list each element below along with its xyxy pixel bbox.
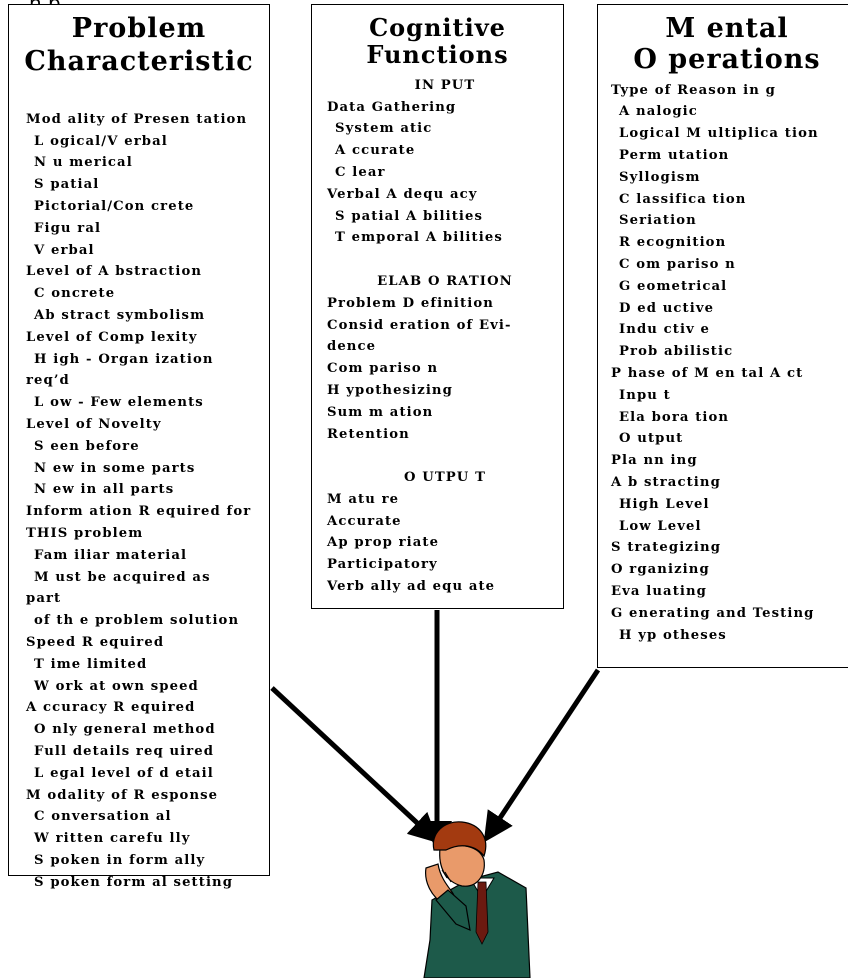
box-title: Problem Characteristic (24, 13, 254, 77)
list-item: Level of A bstraction (26, 264, 203, 280)
list-item: Logical M ultiplica tion (619, 126, 819, 142)
list-item: Perm utation (619, 148, 730, 164)
list-item: N u merical (34, 155, 133, 171)
list-item: W ritten carefu lly (34, 831, 191, 847)
list-item: C oncrete (34, 286, 116, 302)
list-item: Fam iliar material (34, 547, 188, 563)
list-item: dence (327, 339, 377, 355)
problem-characteristic-box: Problem Characteristic Mod ality of Pres… (8, 4, 270, 890)
list-item: Low Level (619, 518, 702, 534)
item-list: Mod ality of Presen tation L ogical/V erb… (9, 109, 269, 894)
list-item: C lassifica tion (619, 191, 747, 207)
list-item: W ork at own speed (34, 678, 199, 694)
list-item: D ed uctive (619, 300, 715, 316)
box-title: M ental O perations (633, 13, 821, 76)
list-item: L ow - Few elements (34, 395, 204, 411)
list-item: Participatory (327, 557, 438, 573)
list-item: A ccuracy R equired (26, 700, 196, 716)
list-item: S poken in form ally (34, 852, 206, 868)
list-item: Mod ality of Presen tation (26, 111, 248, 127)
list-item: Accurate (327, 513, 402, 529)
list-item: Prob abilistic (619, 344, 734, 360)
list-item: Seriation (619, 213, 697, 229)
list-item: C onversation al (34, 809, 172, 825)
cognitive-functions-box: Cognitive Functions IN PUT Data Gathering… (311, 4, 564, 609)
list-item: H igh - Organ ization (34, 351, 214, 367)
list-item: S patial (34, 177, 100, 193)
list-item: M odality of R esponse (26, 787, 219, 803)
list-item: Sum m ation (327, 404, 434, 420)
list-item: M atu re (327, 491, 400, 507)
thinking-person-icon (423, 821, 531, 978)
list-item: part (26, 591, 62, 607)
list-item: Retention (327, 426, 410, 442)
list-item: Level of Comp lexity (26, 329, 198, 345)
list-item: T emporal A bilities (335, 230, 503, 246)
list-item: Inpu t (619, 387, 671, 403)
list-item: C lear (335, 164, 386, 180)
list-item: Problem D efinition (327, 295, 494, 311)
arrow-left (270, 686, 439, 844)
list-item: N ew in some parts (34, 460, 196, 476)
mental-operations-box: M ental O perations Type of Reason in g A… (597, 4, 848, 668)
section-heading: O UTPU T (403, 470, 486, 486)
list-item: C om pariso n (619, 257, 736, 272)
list-item: Data Gathering (327, 99, 457, 115)
list-item: System atic (335, 121, 433, 137)
box-title: Cognitive Functions (366, 13, 509, 69)
list-item: Pictorial/Con crete (34, 199, 195, 215)
list-item: R ecognition (619, 235, 727, 251)
list-item: Level of Novelty (26, 417, 162, 433)
list-item: req’d (26, 373, 70, 389)
list-item: O utput (619, 431, 684, 447)
list-item: Full details req uired (34, 743, 215, 759)
section-heading: IN PUT (414, 77, 476, 93)
list-item: Figu ral (34, 220, 102, 236)
list-item: Ab stract symbolism (34, 308, 206, 324)
list-item: S trategizing (611, 540, 722, 556)
list-item: G eometrical (619, 278, 728, 294)
list-item: Consid eration of Evi- (327, 317, 512, 333)
list-item: G enerating and Testing (611, 605, 815, 621)
list-item: S een before (34, 438, 140, 454)
list-item: M ust be acquired as (34, 569, 211, 585)
list-item: H yp otheses (619, 627, 727, 643)
list-item: THIS problem (26, 526, 144, 542)
list-item: P hase of M en tal A ct (611, 365, 804, 381)
arrow-right (483, 668, 601, 843)
list-item: V erbal (34, 242, 95, 258)
list-item: High Level (619, 496, 710, 512)
list-item: Verb ally ad equ ate (327, 579, 496, 595)
list-item: Com pariso n (327, 361, 439, 377)
list-item: Eva luating (611, 583, 708, 599)
list-item: O nly general method (34, 722, 216, 738)
list-item: Speed R equired (26, 635, 165, 650)
list-item: of th e problem solution (34, 613, 240, 629)
list-item: A ccurate (335, 143, 416, 159)
list-item: Inform ation R equired for (26, 504, 252, 520)
list-item: Indu ctiv e (619, 322, 711, 338)
list-item: Ap prop riate (327, 535, 440, 551)
list-item: S patial A bilities (335, 208, 484, 224)
list-item: Verbal A dequ acy (327, 186, 478, 202)
section-heading: ELAB O RATION (377, 273, 513, 289)
list-item: Type of Reason in g (611, 82, 776, 98)
list-item: O rganizing (611, 562, 710, 578)
list-item: N ew in all parts (34, 482, 175, 498)
list-item: A b stracting (611, 474, 721, 490)
list-item: Syllogism (619, 169, 701, 185)
list-item: L egal level of d etail (34, 765, 214, 781)
list-item: A nalogic (619, 104, 698, 120)
list-item: L ogical/V erbal (34, 133, 168, 149)
list-item: H ypothesizing (327, 382, 453, 398)
list-item: Ela bora tion (619, 409, 730, 425)
list-item: T ime limited (34, 656, 148, 672)
list-item: S poken form al setting (34, 874, 234, 890)
list-item: Pla nn ing (611, 453, 698, 469)
